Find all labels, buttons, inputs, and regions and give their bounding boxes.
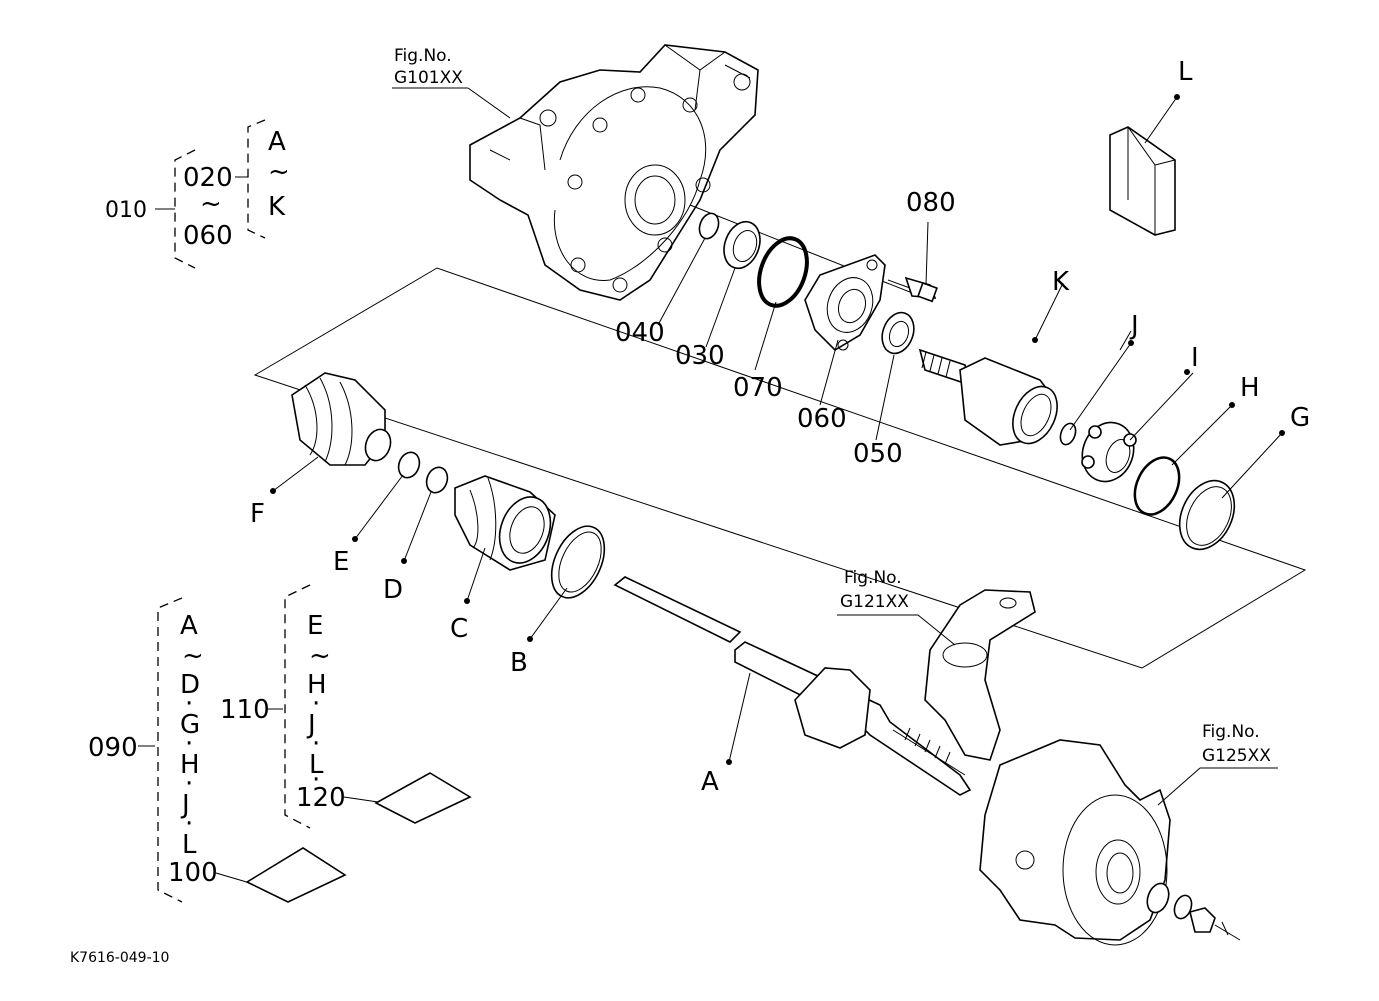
hub-g125 bbox=[979, 739, 1171, 946]
label-J: J bbox=[1129, 311, 1139, 341]
svg-text:~: ~ bbox=[309, 641, 331, 671]
part-I-ball-cage bbox=[1081, 421, 1137, 483]
part-030-bearing bbox=[723, 220, 761, 270]
part-080-plug bbox=[887, 276, 938, 303]
group-090-list: A ~ D · G · H · J · L bbox=[180, 611, 204, 860]
label-F: F bbox=[250, 499, 265, 529]
fig-ref-g101-line1: Fig.No. bbox=[394, 46, 452, 66]
part-C-boot bbox=[454, 475, 556, 571]
label-B: B bbox=[510, 648, 528, 678]
fig-ref-g125-line2: G125XX bbox=[1202, 746, 1271, 766]
part-120-sheet bbox=[374, 772, 472, 824]
svg-text:L: L bbox=[309, 750, 324, 780]
svg-text:·: · bbox=[185, 769, 193, 799]
part-060-bearing-case bbox=[804, 254, 886, 352]
label-E: E bbox=[333, 547, 349, 577]
svg-text:E: E bbox=[307, 611, 323, 641]
knuckle-g121 bbox=[924, 589, 1036, 761]
svg-text:H: H bbox=[180, 750, 200, 780]
cotter-pin bbox=[1214, 921, 1241, 941]
svg-text:·: · bbox=[185, 689, 193, 719]
part-040-snap-ring bbox=[698, 212, 720, 240]
assembly-frame bbox=[253, 267, 1307, 669]
part-D-band bbox=[425, 466, 449, 494]
label-K-range: K bbox=[268, 192, 286, 222]
part-E-band bbox=[397, 451, 421, 479]
label-A: A bbox=[701, 767, 719, 797]
svg-text:D: D bbox=[180, 670, 200, 700]
washer bbox=[1146, 882, 1170, 914]
part-F-boot bbox=[291, 372, 392, 466]
part-B-band bbox=[550, 525, 606, 599]
fig-ref-g125-line1: Fig.No. bbox=[1202, 722, 1260, 742]
part-A-drive-shaft bbox=[613, 576, 972, 796]
group-110-list: E ~ H · J · L · bbox=[306, 611, 331, 795]
label-040: 040 bbox=[615, 318, 665, 348]
label-A-range: A bbox=[268, 127, 286, 157]
svg-text:·: · bbox=[312, 729, 320, 759]
castle-nut bbox=[1189, 907, 1216, 933]
label-G: G bbox=[1290, 403, 1310, 433]
label-060-range: 060 bbox=[183, 221, 233, 251]
svg-text:H: H bbox=[307, 670, 327, 700]
part-K-inner-joint bbox=[918, 348, 1058, 446]
label-110: 110 bbox=[220, 695, 270, 725]
label-A-tilde: ~ bbox=[268, 157, 290, 187]
svg-text:·: · bbox=[185, 809, 193, 839]
label-080: 080 bbox=[906, 188, 956, 218]
label-070: 070 bbox=[733, 373, 783, 403]
label-100: 100 bbox=[168, 858, 218, 888]
svg-text:·: · bbox=[312, 765, 320, 795]
part-100-sheet bbox=[245, 847, 347, 903]
label-020: 020 bbox=[183, 163, 233, 193]
part-L-grease-pack bbox=[1109, 126, 1176, 236]
label-090: 090 bbox=[88, 733, 138, 763]
svg-text:·: · bbox=[312, 689, 320, 719]
nut-ring bbox=[1173, 894, 1193, 920]
label-H: H bbox=[1240, 373, 1260, 403]
leader-lines bbox=[138, 87, 1285, 903]
fig-ref-g121-line2: G121XX bbox=[840, 592, 909, 612]
label-030: 030 bbox=[675, 341, 725, 371]
part-G-band bbox=[1178, 479, 1236, 551]
svg-text:J: J bbox=[306, 710, 316, 740]
label-L: L bbox=[1178, 57, 1193, 87]
label-K: K bbox=[1052, 267, 1070, 297]
part-H-ring bbox=[1133, 456, 1181, 516]
part-050-oil-seal bbox=[881, 311, 915, 355]
label-020-tilde: ~ bbox=[200, 189, 222, 219]
svg-text:·: · bbox=[185, 729, 193, 759]
differential-housing bbox=[469, 44, 759, 301]
label-010: 010 bbox=[105, 198, 147, 223]
fig-ref-g101-line2: G101XX bbox=[394, 68, 463, 88]
svg-text:G: G bbox=[180, 710, 200, 740]
label-C: C bbox=[450, 614, 468, 644]
part-070-o-ring bbox=[757, 236, 809, 308]
svg-text:L: L bbox=[182, 830, 197, 860]
label-D: D bbox=[383, 575, 403, 605]
diagram-code: K7616-049-10 bbox=[70, 950, 169, 966]
part-J-circlip bbox=[1059, 422, 1077, 446]
label-060: 060 bbox=[797, 404, 847, 434]
label-120: 120 bbox=[296, 783, 346, 813]
svg-text:J: J bbox=[180, 790, 190, 820]
fig-ref-g121-line1: Fig.No. bbox=[844, 568, 902, 588]
label-I: I bbox=[1191, 343, 1199, 373]
svg-text:~: ~ bbox=[182, 641, 204, 671]
label-050: 050 bbox=[853, 439, 903, 469]
svg-text:A: A bbox=[180, 611, 198, 641]
